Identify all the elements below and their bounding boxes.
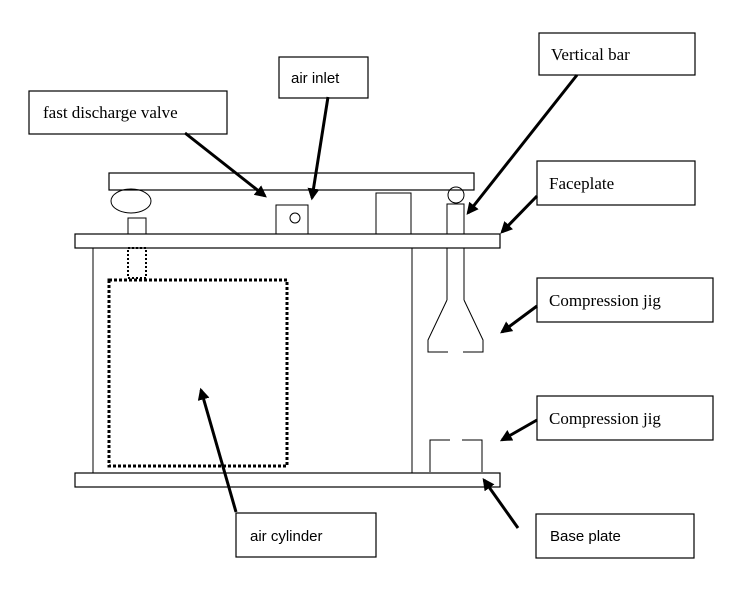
jig-head-right <box>463 299 484 353</box>
label-compression-jig-lower: Compression jig <box>536 395 714 441</box>
top-plate <box>108 172 475 191</box>
jig-head-left <box>427 299 448 353</box>
air-cylinder <box>107 278 289 468</box>
svg-text:Compression jig: Compression jig <box>549 409 661 428</box>
faceplate <box>74 233 501 249</box>
lower-jig-left <box>429 439 450 472</box>
arrow-discharge-valve <box>184 131 267 198</box>
svg-text:Compression jig: Compression jig <box>549 291 661 310</box>
label-compression-jig-upper: Compression jig <box>536 277 714 323</box>
label-faceplate: Faceplate <box>536 160 696 206</box>
dotted-connector <box>127 247 147 279</box>
arrow-compression-jig-lower <box>499 418 538 442</box>
vertical-bar-top <box>446 203 465 235</box>
discharge-valve-block <box>375 192 412 235</box>
label-air-inlet: air inlet <box>278 56 369 99</box>
arrow-faceplate <box>500 194 539 234</box>
arrow-base-plate <box>482 478 520 529</box>
base-plate <box>74 472 501 488</box>
small-block <box>127 217 147 235</box>
arrow-compression-jig-upper <box>500 304 538 334</box>
svg-text:Vertical bar: Vertical bar <box>551 45 630 64</box>
label-fast-discharge-valve: fast discharge valve <box>28 90 228 135</box>
arrow-air-inlet <box>307 96 330 201</box>
right-roller <box>447 186 465 204</box>
air-inlet-block <box>275 204 309 235</box>
label-air-cylinder: air cylinder <box>235 512 377 558</box>
lower-jig-right <box>462 439 483 472</box>
svg-text:air inlet: air inlet <box>291 70 340 87</box>
svg-text:Faceplate: Faceplate <box>549 174 614 193</box>
svg-text:air cylinder: air cylinder <box>250 528 323 545</box>
left-roller <box>110 188 152 214</box>
label-base-plate: Base plate <box>535 513 695 559</box>
svg-text:fast discharge valve: fast discharge valve <box>43 103 178 122</box>
air-inlet-port <box>289 212 301 224</box>
label-vertical-bar: Vertical bar <box>538 32 696 76</box>
arrow-air-cylinder <box>197 387 238 513</box>
arrow-vertical-bar <box>466 74 579 215</box>
svg-text:Base plate: Base plate <box>550 528 621 545</box>
